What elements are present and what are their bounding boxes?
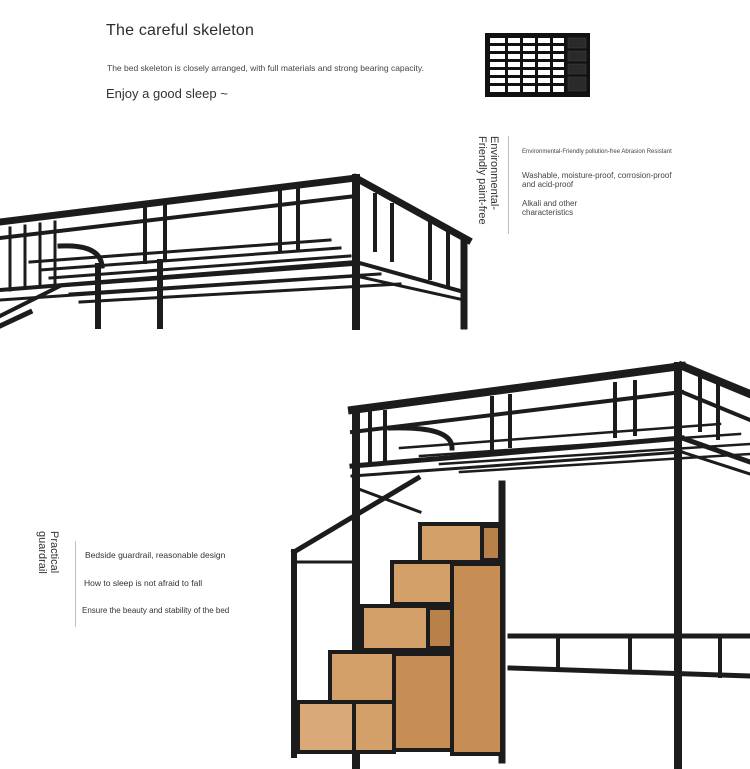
section-title: The careful skeleton [106, 22, 255, 39]
guardrail-item-3: Ensure the beauty and stability of the b… [82, 606, 230, 615]
features-heading: Environmental-Friendly paint-free [476, 136, 501, 225]
upper-bed-frame [0, 173, 473, 330]
feature-item-2: Washable, moisture-proof, corrosion-proo… [522, 171, 672, 190]
wooden-stair-cabinet [296, 522, 504, 756]
section-subtitle: The bed skeleton is closely arranged, wi… [107, 63, 424, 73]
guardrail-item-1: Bedside guardrail, reasonable design [85, 550, 226, 560]
guardrail-item-2: How to sleep is not afraid to fall [84, 578, 203, 588]
guardrail-divider [75, 541, 76, 627]
features-divider [508, 136, 509, 234]
frame-sample-image [485, 33, 590, 97]
feature-item-3: Alkali and other characteristics [522, 199, 578, 218]
section-tagline: Enjoy a good sleep ~ [106, 86, 228, 101]
feature-item-1: Environmental-Friendly pollution-free Ab… [522, 149, 672, 155]
guardrail-heading: Practical guardrail [36, 531, 61, 574]
